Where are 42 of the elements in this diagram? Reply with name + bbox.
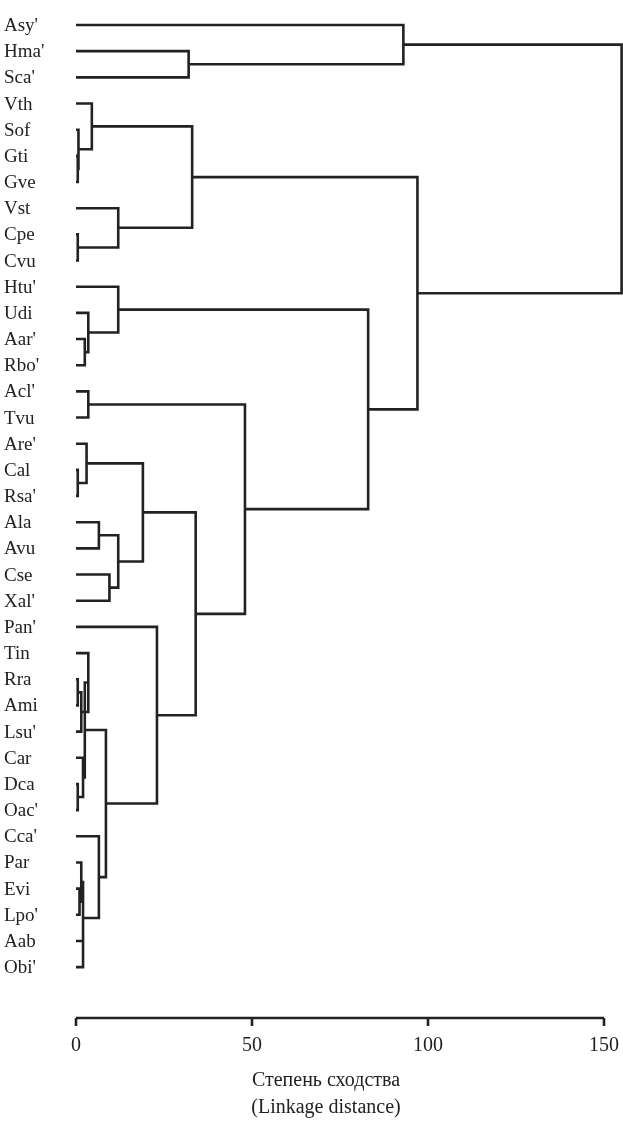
leaf-label: Avu xyxy=(3,538,36,558)
leaf-label: Ami xyxy=(3,695,38,715)
leaf-label: Are' xyxy=(3,433,36,453)
leaf-label: Gti xyxy=(3,145,29,165)
leaf-label: Ala xyxy=(3,512,32,532)
leaf-label: Rra xyxy=(3,669,32,689)
leaf-label: Hma' xyxy=(3,41,45,61)
leaf-label: Lsu' xyxy=(3,721,36,741)
leaf-label: Aab xyxy=(3,930,36,950)
tick-label: 150 xyxy=(588,1034,620,1054)
tick-label: 100 xyxy=(412,1034,444,1054)
leaf-label: Aar' xyxy=(3,329,36,349)
leaf-label: Pan' xyxy=(3,616,36,636)
leaf-label: Sca' xyxy=(3,67,35,87)
leaf-label: Evi xyxy=(3,878,31,898)
leaf-label: Acl' xyxy=(3,381,35,401)
leaf-label: Sof xyxy=(3,119,31,139)
leaf-label: Lpo' xyxy=(3,904,39,924)
axis-title: Степень сходства (Linkage distance) xyxy=(250,1067,402,1120)
leaf-label: Vst xyxy=(3,198,31,218)
tick-label: 50 xyxy=(241,1034,263,1054)
leaf-label: Tvu xyxy=(3,407,35,427)
leaf-label: Cvu xyxy=(3,250,36,270)
leaf-label: Gve xyxy=(3,172,36,191)
leaf-label: Vth xyxy=(3,93,33,113)
tick-label: 0 xyxy=(70,1034,82,1054)
leaf-label: Par xyxy=(3,852,30,872)
leaf-label: Obi' xyxy=(3,957,36,977)
leaf-label: Xal' xyxy=(3,590,35,610)
leaf-label: Rbo' xyxy=(3,355,40,375)
leaf-label: Dca xyxy=(3,773,35,793)
leaf-label: Car xyxy=(3,747,32,767)
leaf-label: Htu' xyxy=(3,276,36,296)
leaf-label: Cca' xyxy=(3,826,37,846)
leaf-label: Rsa' xyxy=(3,486,36,506)
leaf-label: Asy' xyxy=(3,15,39,34)
leaf-label: Cpe xyxy=(3,224,35,244)
leaf-label: Udi xyxy=(3,302,33,322)
leaf-label: Cal xyxy=(3,459,31,479)
leaf-label: Cse xyxy=(3,564,33,584)
leaf-label: Oac' xyxy=(3,800,38,820)
leaf-label: Tin xyxy=(3,643,30,663)
